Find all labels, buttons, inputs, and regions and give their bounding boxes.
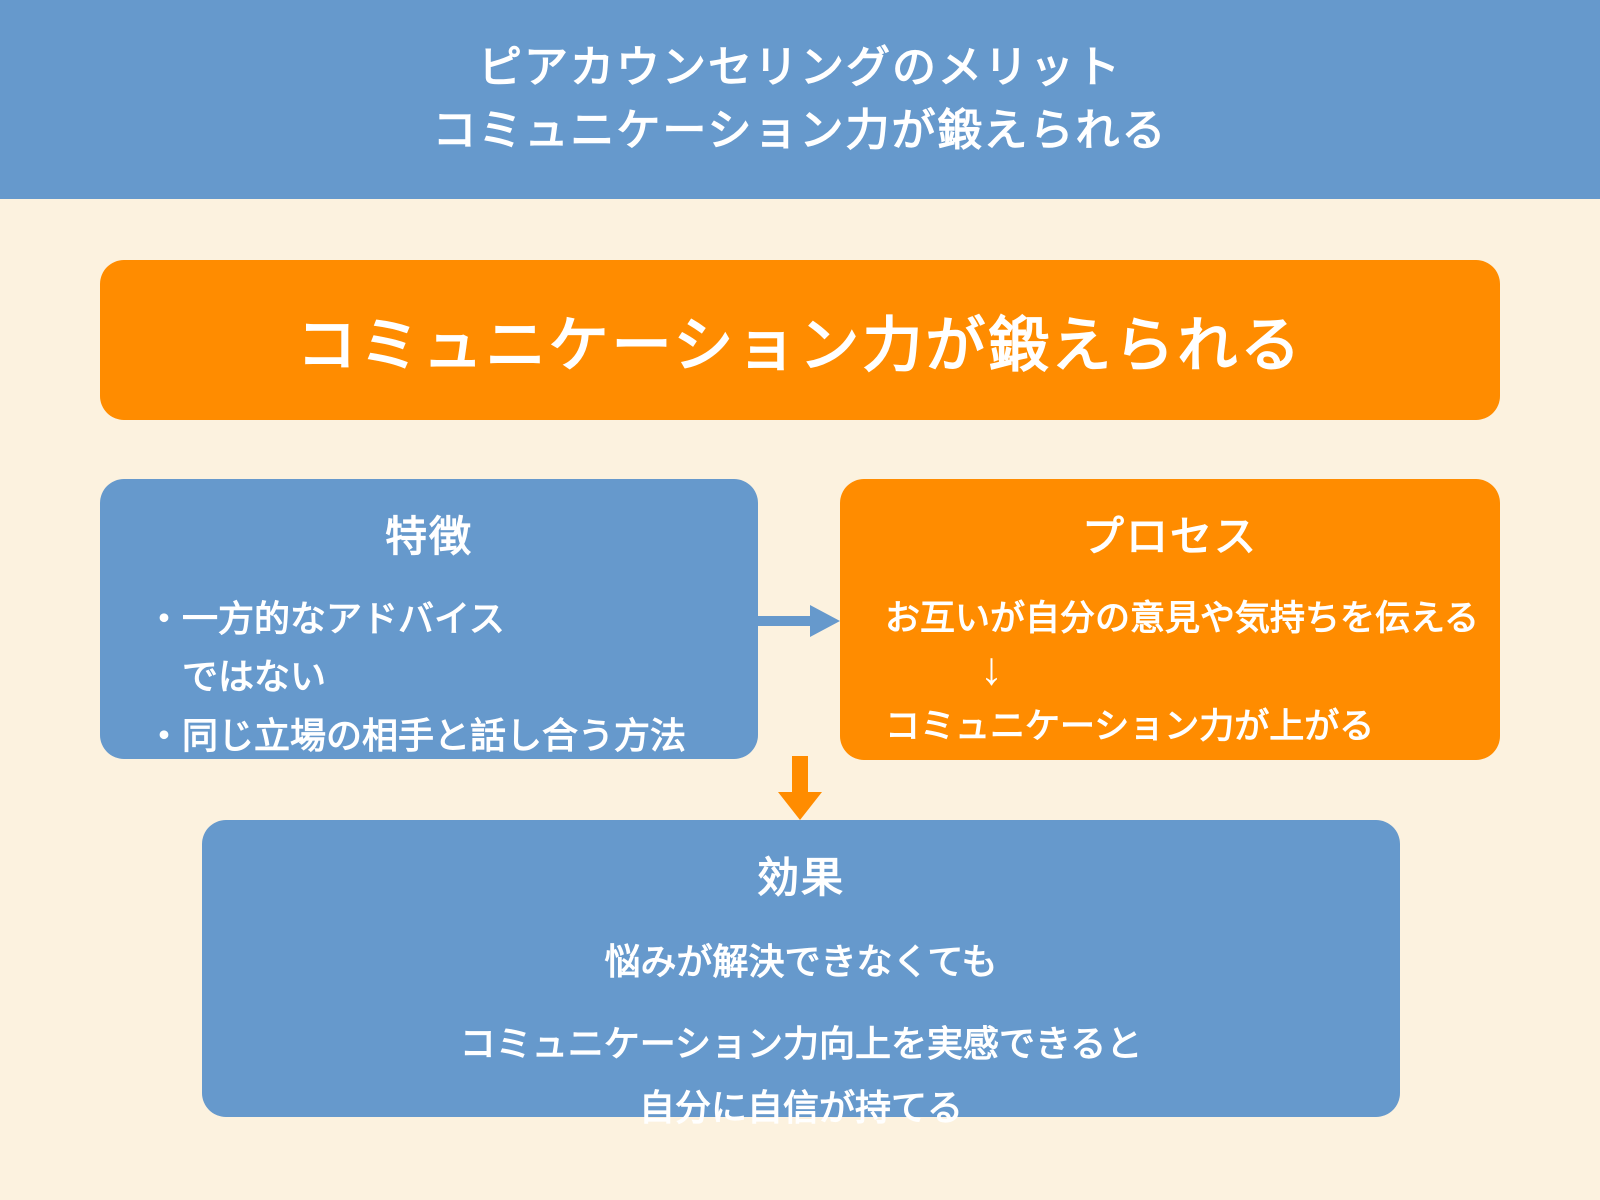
header-title-line1: ピアカウンセリングのメリット <box>478 43 1122 93</box>
feature-box-title: 特徴 <box>384 513 473 560</box>
main-topic-title: コミュニケーション力が鍛えられる <box>296 311 1304 379</box>
down-arrow-glyph-icon: ↓ <box>980 642 1003 694</box>
feature-bullet-1-continuation: ではない <box>182 656 327 698</box>
right-arrow-icon <box>756 616 812 626</box>
feature-box: 特徴 ・一方的なアドバイス ではない ・同じ立場の相手と話し合う方法 <box>100 479 758 759</box>
main-topic-banner: コミュニケーション力が鍛えられる <box>100 260 1500 420</box>
effect-line-3: 自分に自信が持てる <box>638 1087 963 1128</box>
effect-box: 効果 悩みが解決できなくても コミュニケーション力向上を実感できると 自分に自信… <box>202 820 1400 1128</box>
feature-bullet-2: ・同じ立場の相手と話し合う方法 <box>146 714 687 756</box>
process-step-1: お互いが自分の意見や気持ちを伝える <box>885 599 1479 638</box>
down-arrow-icon <box>792 756 808 792</box>
effect-box-title: 効果 <box>756 854 845 901</box>
down-arrow-head-icon <box>778 792 822 820</box>
feature-bullet-list: ・一方的なアドバイス ではない ・同じ立場の相手と話し合う方法 <box>100 590 758 765</box>
header-title-line2: コミュニケーション力が鍛えられる <box>432 105 1168 155</box>
right-arrow-head-icon <box>810 605 840 637</box>
process-box: プロセス お互いが自分の意見や気持ちを伝える ↓ コミュニケーション力が上がる <box>840 479 1500 760</box>
process-step-2: コミュニケーション力が上がる <box>885 706 1375 746</box>
effect-line-1: 悩みが解決できなくても <box>604 941 998 982</box>
feature-bullet-1: ・一方的なアドバイス <box>146 598 505 639</box>
process-box-title: プロセス <box>1081 513 1258 560</box>
effect-line-2: コミュニケーション力向上を実感できると <box>459 1023 1143 1064</box>
header-band: ピアカウンセリングのメリット コミュニケーション力が鍛えられる <box>0 0 1600 199</box>
